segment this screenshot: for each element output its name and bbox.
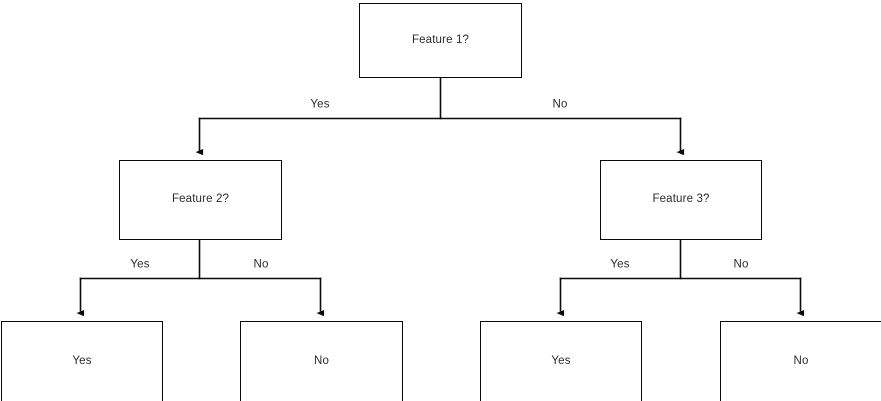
edge-label-root-no: No (549, 99, 571, 111)
node-leaf-no-right[interactable]: No (720, 321, 881, 401)
edge-label-feature3-yes: Yes (607, 259, 633, 271)
node-feature2[interactable]: Feature 2? (119, 160, 282, 240)
node-leaf-no-left-label: No (313, 354, 329, 367)
edge-label-feature2-no: No (250, 259, 272, 271)
node-leaf-yes-right[interactable]: Yes (480, 321, 642, 401)
node-leaf-no-right-label: No (793, 354, 809, 367)
edge-label-feature3-no: No (730, 259, 752, 271)
node-leaf-yes-right-label: Yes (551, 354, 571, 367)
edge-label-root-yes: Yes (307, 99, 333, 111)
node-leaf-no-left[interactable]: No (240, 321, 403, 401)
node-root[interactable]: Feature 1? (359, 3, 522, 78)
node-leaf-yes-left-label: Yes (72, 354, 92, 367)
node-feature3-label: Feature 3? (652, 193, 710, 206)
node-feature2-label: Feature 2? (171, 193, 230, 206)
node-leaf-yes-left[interactable]: Yes (1, 321, 163, 401)
node-feature3[interactable]: Feature 3? (600, 160, 762, 240)
node-root-label: Feature 1? (411, 33, 470, 46)
edge-label-feature2-yes: Yes (127, 259, 153, 271)
